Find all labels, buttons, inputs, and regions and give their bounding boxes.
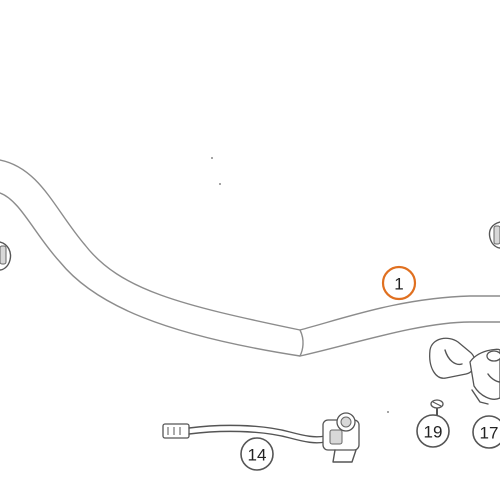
callout-17-label: 17	[480, 424, 499, 443]
mark-dot	[387, 411, 389, 413]
handlebar-icon	[0, 159, 500, 357]
callout-1-label: 1	[394, 275, 403, 294]
callout-17-ring	[472, 415, 500, 449]
right-bar-end-icon	[488, 221, 500, 249]
callout-19[interactable]: 19	[416, 414, 450, 448]
mark-dot	[219, 183, 221, 185]
callout-19-ring	[416, 414, 450, 448]
switch-with-cable-icon	[162, 412, 360, 463]
callout-1[interactable]: 1	[381, 265, 417, 301]
callout-19-label: 19	[424, 423, 443, 442]
mark-dot	[211, 157, 213, 159]
clamp-icon	[429, 337, 500, 405]
callout-1-ring	[381, 265, 417, 301]
callout-14-ring	[240, 437, 274, 471]
callout-17[interactable]: 17	[472, 415, 500, 449]
callout-14[interactable]: 14	[240, 437, 274, 471]
left-bar-end-icon	[0, 241, 12, 271]
callout-14-label: 14	[248, 446, 267, 465]
